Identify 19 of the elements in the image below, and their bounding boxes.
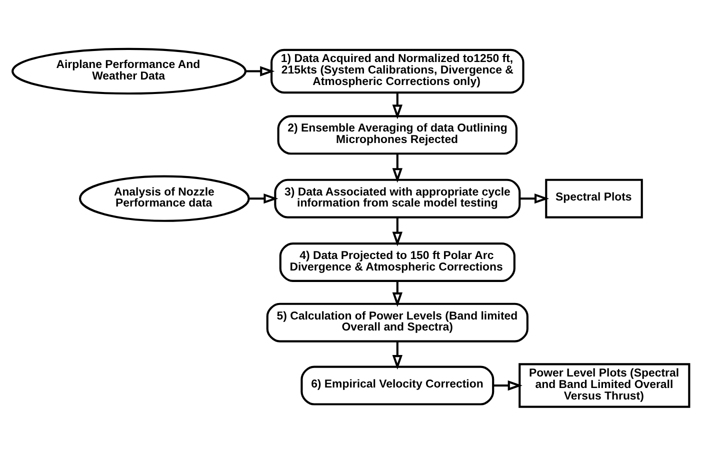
arrow bbox=[493, 380, 522, 390]
node-ellipse: Analysis of Nozzle Performance data bbox=[78, 174, 250, 222]
arrow bbox=[249, 192, 278, 204]
arrow bbox=[392, 92, 403, 119]
arrow bbox=[392, 216, 403, 246]
node-ellipse: Airplane Performance And Weather Data bbox=[12, 47, 247, 94]
arrow bbox=[392, 341, 403, 370]
node-box: 3) Data Associated with appropriate cycle information from scale model testing bbox=[274, 178, 521, 218]
node-box: 4) Data Projected to 150 ft Polar Arc Divergence & Atmospheric Corrections bbox=[279, 242, 516, 282]
node-box: Spectral Plots bbox=[545, 178, 643, 218]
arrow bbox=[520, 192, 550, 204]
arrow bbox=[392, 280, 403, 306]
node-box: Power Level Plots (Spectral and Band Limited Overall Versus Thrust) bbox=[518, 362, 690, 408]
node-box: 5) Calculation of Power Levels (Band limited Overall and Spectra) bbox=[266, 302, 528, 342]
node-box: 1) Data Acquired and Normalized to1250 ft, 215kts (System Calibrations, Divergence & Atmospheric Corrections only) bbox=[270, 48, 524, 94]
arrow bbox=[392, 153, 403, 182]
arrow bbox=[245, 66, 275, 76]
node-box: 2) Ensemble Averaging of data Outlining Microphones Rejected bbox=[277, 114, 518, 154]
node-box: 6) Empirical Velocity Correction bbox=[300, 365, 494, 405]
